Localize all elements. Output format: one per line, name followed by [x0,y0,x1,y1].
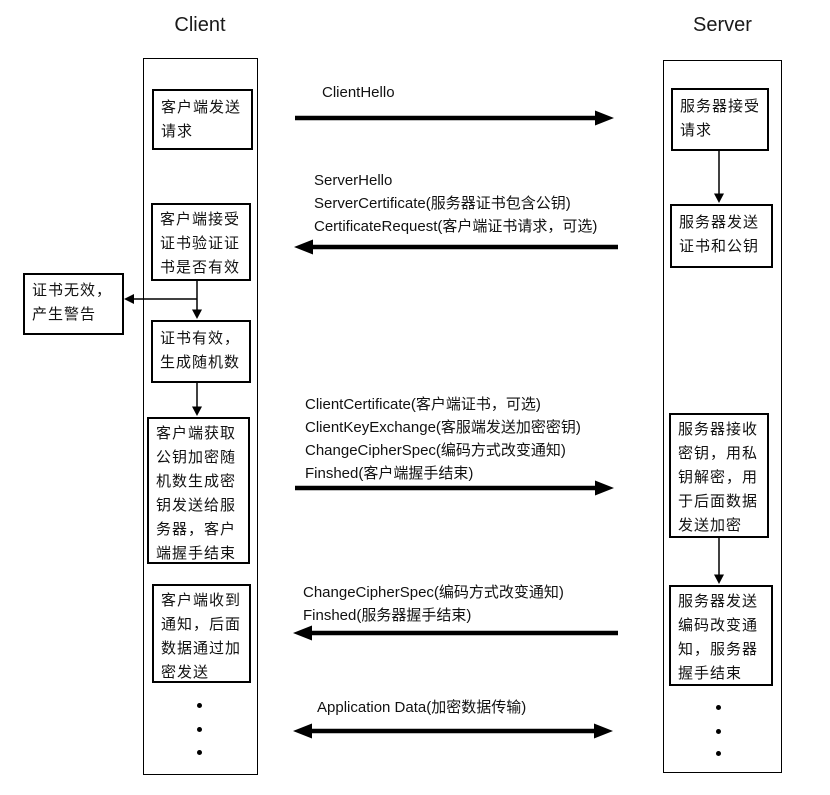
arrowhead-left [293,723,312,739]
message-line: Application Data(加密数据传输) [317,699,527,716]
arrowhead-left [124,294,134,304]
message-line: ClientKeyExchange(客服端发送加密密钥) [305,419,581,436]
server-receive-to-notify-arrow [714,537,724,584]
message-applicationdata-label: Application Data(加密数据传输) [317,696,526,719]
server-actor-title: Server [693,14,752,36]
client-step-certificate-valid: 证书有效， 生成随机数 [151,320,251,383]
arrowhead-right [595,480,614,496]
message-line: CertificateRequest(客户端证书请求，可选) [314,218,598,235]
arrowhead-down [714,574,724,584]
server-step-send-certificate: 服务器发送 证书和公钥 [670,204,773,268]
client-step-send-request: 客户端发送 请求 [152,89,253,150]
server-ellipsis-dot [716,705,721,710]
client-step-receive-notice: 客户端收到 通知，后面 数据通过加 密发送 [152,584,251,683]
message-clientkeyexchange-label: ClientCertificate(客户端证书，可选) ClientKeyExc… [305,393,581,485]
server-accept-to-send-arrow [714,150,724,203]
message-line: ChangeCipherSpec(编码方式改变通知) [305,442,566,459]
message-serverfinished-label: ChangeCipherSpec(编码方式改变通知) Finshed(服务器握手… [303,581,564,627]
client-valid-to-encrypt-arrow [192,382,202,416]
client-step-verify-certificate: 客户端接受 证书验证证 书是否有效 [151,203,251,281]
arrowhead-down [714,193,724,203]
certificate-invalid-warning-box: 证书无效， 产生警告 [23,273,124,335]
serverhello-arrow-left [294,239,618,255]
clienthello-arrow-right [295,110,614,126]
client-ellipsis-dot [197,727,202,732]
server-step-receive-key: 服务器接收 密钥，用私 钥解密，用 于后面数据 发送加密 [669,413,769,538]
message-line: Finshed(服务器握手结束) [303,607,472,624]
client-ellipsis-dot [197,703,202,708]
arrowhead-down [192,406,202,416]
arrowhead-left [294,239,313,255]
client-actor-title: Client [174,14,226,36]
arrowhead-right [594,723,613,739]
server-step-accept-request: 服务器接受 请求 [671,88,769,151]
arrowhead-left [293,625,312,641]
server-step-send-cipher-change: 服务器发送 编码改变通 知，服务器 握手结束 [669,585,773,686]
arrowhead-down [192,309,202,319]
arrowhead-right [595,110,614,126]
client-step-encrypt-random-key: 客户端获取 公钥加密随 机数生成密 钥发送给服 务器，客户 端握手结束 [147,417,250,564]
client-ellipsis-dot [197,750,202,755]
message-line: ServerHello [314,172,393,189]
message-serverhello-label: ServerHello ServerCertificate(服务器证书包含公钥)… [314,169,597,238]
message-clienthello-label: ClientHello [322,81,395,104]
server-ellipsis-dot [716,751,721,756]
message-line: ChangeCipherSpec(编码方式改变通知) [303,584,564,601]
message-line: ServerCertificate(服务器证书包含公钥) [314,195,571,212]
message-line: ClientCertificate(客户端证书，可选) [305,396,541,413]
message-line: ClientHello [322,84,395,101]
serverfinished-arrow-left [293,625,618,641]
client-verify-branch-arrow [124,280,202,319]
applicationdata-arrow-both [293,723,613,739]
message-line: Finshed(客户端握手结束) [305,465,474,482]
server-ellipsis-dot [716,729,721,734]
clientkeyexchange-arrow-right [295,480,614,496]
